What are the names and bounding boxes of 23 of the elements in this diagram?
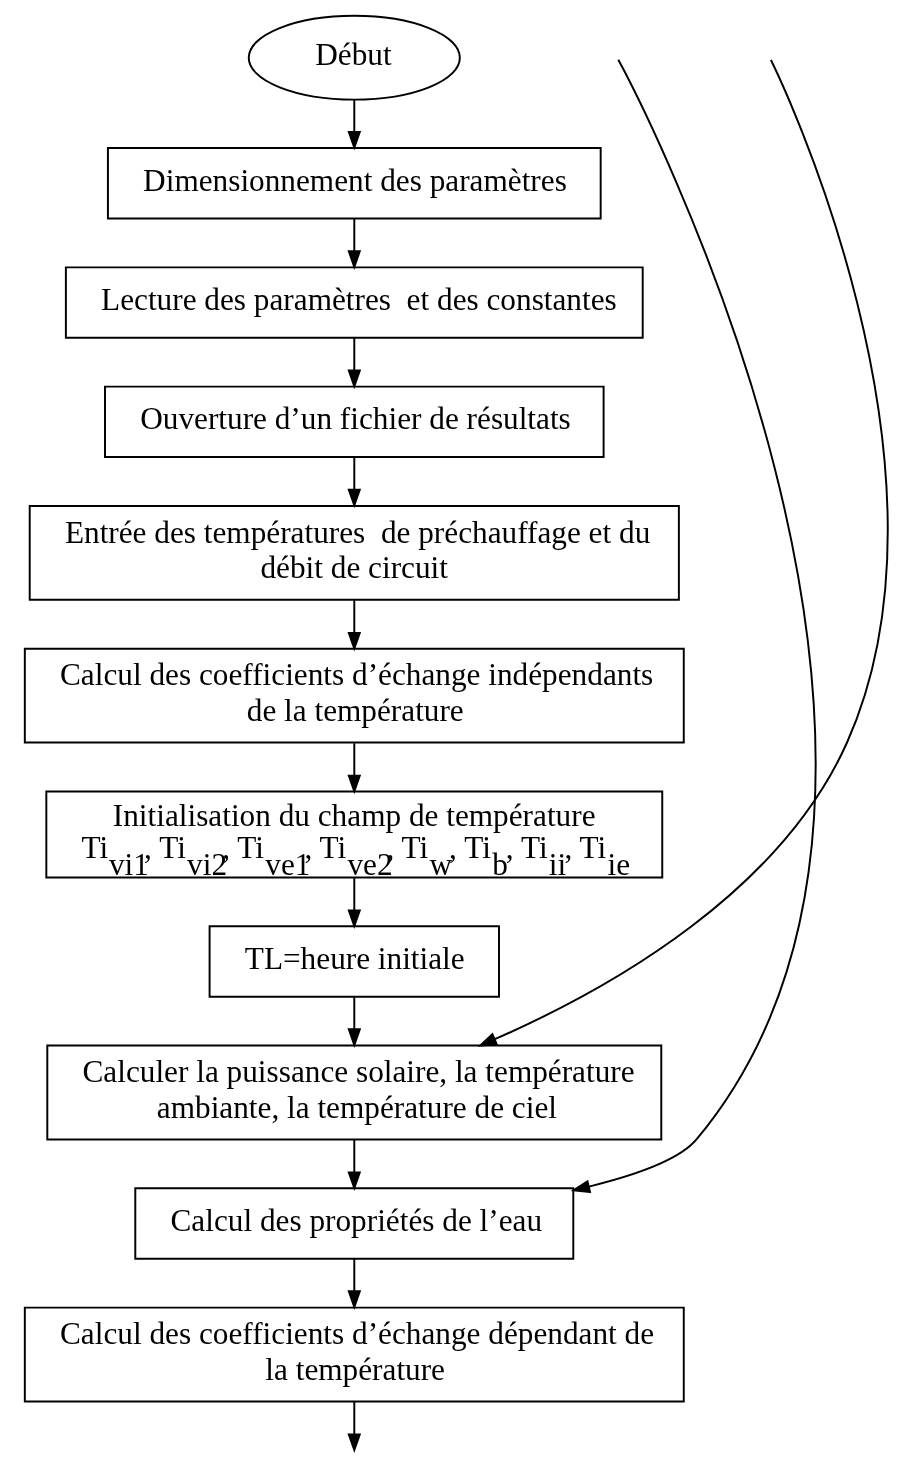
arrow — [346, 98, 361, 151]
node-box: Calculer la puissance solaire, la température ambiante, la température de ciel — [45, 1044, 662, 1141]
node-box: Calcul des coefficients d’échange dépendant de la température — [23, 1306, 685, 1403]
node-box: Calcul des coefficients d’échange indépendants de la température — [23, 647, 685, 744]
node-box: TL=heure initiale — [208, 925, 500, 998]
node-box: Entrée des températures de préchauffage et du débit de circuit — [28, 504, 680, 601]
arrow — [346, 995, 361, 1048]
arrow — [346, 1257, 361, 1310]
node-box: Ouverture d’un fichier de résultats — [103, 385, 605, 459]
node-box: Calcul des propriétés de l’eau — [133, 1187, 574, 1260]
arrow — [346, 742, 361, 795]
arrow — [346, 877, 361, 930]
arrow — [477, 59, 889, 1047]
arrow — [346, 217, 361, 270]
arrow — [570, 58, 815, 1194]
arrow — [346, 1400, 361, 1454]
node-box: Dimensionnement des paramètres — [106, 147, 602, 220]
arrow — [346, 599, 361, 652]
node-box: Lecture des paramètres et des constantes — [64, 266, 644, 339]
arrow — [346, 336, 361, 390]
arrow — [346, 1138, 361, 1192]
arrow — [346, 456, 361, 509]
node-ellipse: Début — [247, 14, 461, 101]
